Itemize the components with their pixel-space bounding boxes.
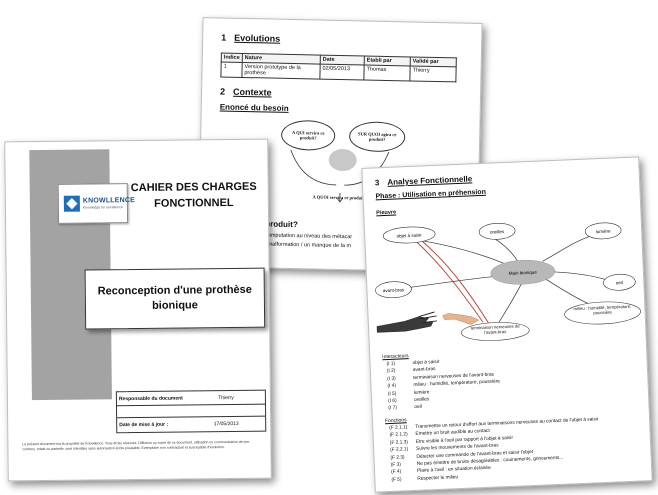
section-title: Evolutions: [234, 32, 281, 44]
table-cell: Version prototype de la prothèse: [241, 62, 321, 80]
phase-title: Phase : Utilisation en préhension: [375, 188, 487, 201]
node-terminaisons-label: terminaison nerveuses de l'avant-bras: [470, 323, 520, 336]
center-ellipse: [490, 259, 556, 285]
item-text: Plaire à l'oeil : en situation éclairée: [416, 466, 491, 475]
cover-title: CAHIER DES CHARGES FONCTIONNEL: [130, 180, 258, 213]
subsection-title: Enoncé du besoin: [219, 102, 289, 113]
document-page-cover: KNOWLLENCE Knowledge for excellence CAHI…: [4, 138, 272, 482]
node-oreilles-label: oreilles: [490, 229, 505, 235]
pieuvre-label: Pieuvre: [376, 209, 397, 217]
partial-line: une malformation / un manque de la m: [256, 241, 352, 250]
item-text: lumière: [413, 389, 430, 396]
item-code: (F 5): [391, 477, 402, 483]
node-oeil: [603, 273, 636, 291]
node-milieu-fo: milieu : humidité, température, poussièr…: [573, 303, 632, 316]
node-oreilles: [478, 223, 516, 240]
logo-text: KNOWLLENCE Knowledge for excellence: [83, 197, 135, 210]
interacteurs-title: Interacteurs: [382, 353, 409, 361]
node-lumiere-label: lumière: [596, 229, 611, 235]
item-code: (I 7): [388, 406, 398, 412]
partial-line: une amputation au niveau des métacar: [257, 232, 353, 241]
date-value: 17/05/2013: [213, 420, 239, 428]
table-cell: 1: [220, 61, 243, 78]
item-text: objet à saisir: [412, 359, 440, 366]
item-text: avant-bras: [412, 367, 436, 374]
section-heading-analyse: 3 Analyse Fonctionnelle: [375, 174, 473, 187]
responsable-value: Thierry: [218, 394, 234, 401]
table-cell: Thierry: [409, 65, 457, 82]
red-link: [415, 240, 484, 323]
document-info-table: Responsable du document Thierry Date de …: [115, 389, 267, 434]
node-objet-label: objet à saisir: [396, 232, 422, 238]
info-row: Date de mise à jour : 17/05/2013: [117, 417, 265, 433]
robot-hand-icon: [376, 311, 437, 333]
info-row: Responsable du document Thierry: [116, 390, 265, 407]
document-page-analyse: 3 Analyse Fonctionnelle Phase : Utilisati…: [361, 156, 653, 493]
item-text: oreilles: [413, 397, 430, 403]
pieuvre-diagram: Main bionique objet à saisir oreilles lu…: [375, 222, 641, 341]
link-milieu: [542, 277, 593, 306]
node-avant-bras: [375, 281, 412, 299]
link-lumiere: [542, 234, 594, 262]
partial-heading: produit?: [265, 219, 298, 230]
section-title: Contexte: [233, 86, 272, 98]
logo-mark-icon: [63, 195, 80, 212]
node-milieu-label: milieu : humidité, température, poussièr…: [573, 303, 632, 316]
human-hand-icon: [442, 313, 480, 325]
node-milieu: [564, 301, 641, 325]
node-objet: [382, 226, 436, 244]
table-header-cell: Indice: [221, 52, 243, 63]
pieuvre-red-links: [415, 240, 490, 324]
cover-title-line: FONCTIONNEL: [154, 196, 234, 210]
cover-subject-box: Reconception d'une prothèse bionique: [84, 267, 266, 330]
fonctions-title: Fonctions: [384, 417, 407, 425]
link-terminaisons: [496, 280, 524, 326]
section-number: 1: [221, 32, 227, 43]
fonctions-list: (F 2.1.1)Transmettre un retour d'effort …: [389, 416, 601, 484]
date-label: Date de mise à jour :: [119, 421, 169, 429]
red-link: [421, 240, 490, 324]
interacteurs-list: (I 1)objet à saisir (I 2)avant-bras (I 3…: [386, 356, 501, 413]
section-title: Analyse Fonctionnelle: [387, 174, 473, 187]
company-logo: KNOWLLENCE Knowledge for excellence: [57, 183, 135, 224]
cover-title-line: CAHIER DES CHARGES: [130, 180, 257, 195]
item-text: Respecter le milieu: [417, 475, 459, 482]
section-heading-evolutions: 1 Evolutions: [221, 32, 280, 43]
evolutions-table: Indice Nature Date Etabli par Validé par…: [220, 52, 457, 82]
node-lumiere: [584, 222, 622, 240]
responsable-label: Responsable du document: [118, 395, 183, 402]
node-terminaisons: [461, 322, 530, 341]
node-avant-bras-label: avant-bras: [383, 287, 405, 293]
logo-name: KNOWLLENCE: [82, 197, 136, 205]
section-number: 3: [374, 178, 380, 188]
logo-tagline: Knowledge for excellence: [82, 205, 123, 210]
node-oeil-label: oeil: [616, 280, 623, 285]
section-number: 2: [219, 86, 226, 97]
cover-subject: Reconception d'une prothèse bionique: [97, 283, 252, 312]
cover-footnote: Le présent document est la propriété de …: [22, 439, 250, 451]
item-text: oeil: [414, 405, 422, 411]
table-cell: Thomas: [363, 64, 411, 81]
section-heading-contexte: 2 Contexte: [220, 86, 272, 97]
node-terminaisons-fo: terminaison nerveuses de l'avant-bras: [470, 323, 520, 336]
table-cell: 02/05/2013: [319, 64, 365, 80]
center-label: Main bionique: [509, 270, 538, 276]
